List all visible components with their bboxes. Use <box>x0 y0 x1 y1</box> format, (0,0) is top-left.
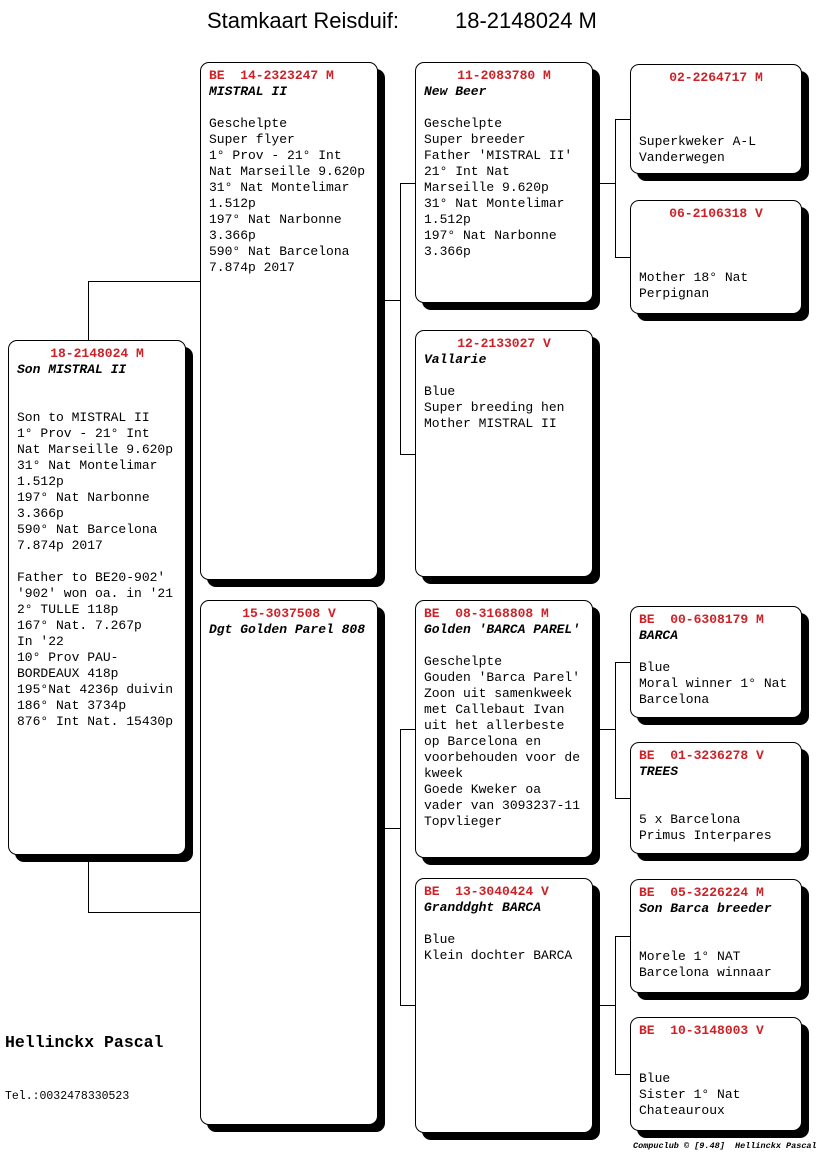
ring-number: BE 00-6308179 M <box>639 612 764 627</box>
connector-line <box>378 828 400 829</box>
connector-line <box>400 729 415 730</box>
owner-phone: Tel.:0032478330523 <box>5 1090 130 1103</box>
pigeon-notes: Geschelpte Super flyer 1° Prov - 21° Int… <box>209 116 366 275</box>
connector-line <box>88 281 89 341</box>
connector-line <box>88 855 89 913</box>
connector-line <box>615 936 616 1075</box>
connector-line <box>615 119 630 120</box>
pedigree-box-grandfather-paternal: 11-2083780 M New Beer Geschelpte Super b… <box>415 62 593 303</box>
pigeon-notes: Son to MISTRAL II 1° Prov - 21° Int Nat … <box>17 410 174 729</box>
pigeon-name: Son MISTRAL II <box>17 362 127 377</box>
connector-line <box>88 281 200 282</box>
connector-line <box>615 662 616 799</box>
pedigree-box-ggp-3: BE 00-6308179 M BARCA Blue Moral winner … <box>630 606 802 718</box>
ring-number: BE 08-3168808 M <box>424 606 549 621</box>
connector-line <box>400 454 415 455</box>
pedigree-box-ggp-5: BE 05-3226224 M Son Barca breeder Morele… <box>630 879 802 993</box>
ring-number: 12-2133027 V <box>457 336 551 351</box>
connector-line <box>615 936 630 937</box>
pigeon-notes: Blue Super breeding hen Mother MISTRAL I… <box>424 384 565 431</box>
connector-line <box>615 662 630 663</box>
pedigree-box-ggp-2: 06-2106318 V Mother 18° Nat Perpignan <box>630 200 802 314</box>
pedigree-box-ggp-6: BE 10-3148003 V Blue Sister 1° Nat Chate… <box>630 1017 802 1131</box>
pigeon-notes: Mother 18° Nat Perpignan <box>639 270 749 301</box>
ring-number: 02-2264717 M <box>669 70 763 85</box>
page-title-ring-number: 18-2148024 M <box>455 8 597 33</box>
ring-number: 15-3037508 V <box>242 606 336 621</box>
pedigree-box-ggp-1: 02-2264717 M Superkweker A-L Vanderwegen <box>630 64 802 174</box>
connector-line <box>400 183 401 455</box>
pigeon-name: Golden 'BARCA PAREL' <box>424 622 581 637</box>
pigeon-notes: Blue Sister 1° Nat Chateauroux <box>639 1071 741 1118</box>
pedigree-box-grandfather-maternal: BE 08-3168808 M Golden 'BARCA PAREL' Ges… <box>415 600 593 858</box>
connector-line <box>400 1005 415 1006</box>
connector-line <box>593 729 615 730</box>
ring-number: BE 10-3148003 V <box>639 1023 764 1038</box>
page-title: Stamkaart Reisduif: <box>207 8 399 33</box>
pigeon-name: Dgt Golden Parel 808 <box>209 622 366 637</box>
ring-number: 06-2106318 V <box>669 206 763 221</box>
pedigree-box-subject: 18-2148024 M Son MISTRAL II Son to MISTR… <box>8 340 186 855</box>
connector-line <box>88 912 200 913</box>
pigeon-name: New Beer <box>424 84 487 99</box>
pigeon-name: Son Barca breeder <box>639 901 772 916</box>
connector-line <box>615 257 630 258</box>
pigeon-notes: Superkweker A-L Vanderwegen <box>639 134 757 165</box>
ring-number: 11-2083780 M <box>457 68 551 83</box>
ring-number: BE 01-3236278 V <box>639 748 764 763</box>
pigeon-name: BARCA <box>639 628 679 643</box>
pedigree-box-mother: 15-3037508 V Dgt Golden Parel 808 <box>200 600 378 1125</box>
connector-line <box>400 729 401 1006</box>
pigeon-name: MISTRAL II <box>209 84 288 99</box>
pigeon-name: Granddght BARCA <box>424 900 542 915</box>
pedigree-box-grandmother-maternal: BE 13-3040424 V Granddght BARCA Blue Kle… <box>415 878 593 1133</box>
connector-line <box>615 119 616 258</box>
ring-number: BE 14-2323247 M <box>209 68 334 83</box>
pigeon-name: TREES <box>639 764 679 779</box>
software-credit: Compuclub © [9.48] Hellinckx Pascal <box>633 1141 816 1151</box>
connector-line <box>378 300 400 301</box>
connector-line <box>400 183 415 184</box>
owner-name: Hellinckx Pascal <box>5 1033 164 1052</box>
ring-number: BE 13-3040424 V <box>424 884 549 899</box>
ring-number: 18-2148024 M <box>50 346 144 361</box>
pigeon-notes: Geschelpte Gouden 'Barca Parel' Zoon uit… <box>424 654 581 829</box>
pigeon-notes: Morele 1° NAT Barcelona winnaar <box>639 949 772 980</box>
ring-number: BE 05-3226224 M <box>639 885 764 900</box>
connector-line <box>593 183 615 184</box>
pigeon-notes: Blue Klein dochter BARCA <box>424 932 573 963</box>
pigeon-notes: Geschelpte Super breeder Father 'MISTRAL… <box>424 116 573 259</box>
pedigree-box-grandmother-paternal: 12-2133027 V Vallarie Blue Super breedin… <box>415 330 593 577</box>
connector-line <box>615 1074 630 1075</box>
pigeon-notes: 5 x Barcelona Primus Interpares <box>639 812 772 843</box>
pigeon-notes: Blue Moral winner 1° Nat Barcelona <box>639 660 788 707</box>
pigeon-name: Vallarie <box>424 352 487 367</box>
connector-line <box>615 798 630 799</box>
pedigree-box-ggp-4: BE 01-3236278 V TREES 5 x Barcelona Prim… <box>630 742 802 854</box>
connector-line <box>593 1005 615 1006</box>
pedigree-box-father: BE 14-2323247 M MISTRAL II Geschelpte Su… <box>200 62 378 580</box>
